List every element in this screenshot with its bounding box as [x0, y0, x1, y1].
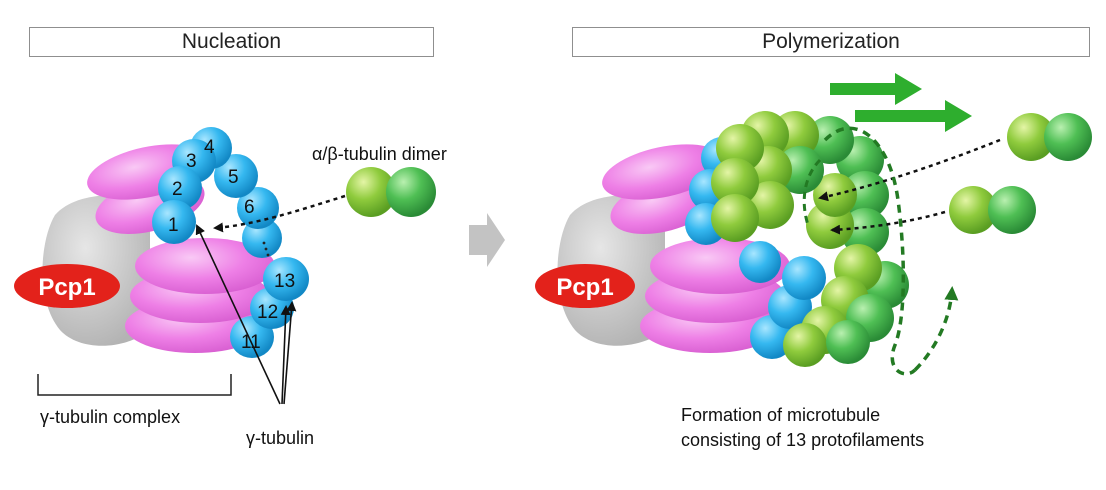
tubulin-sphere [813, 173, 857, 217]
tubulin-sphere [783, 323, 827, 367]
gamma-tubulin-ring [152, 127, 309, 358]
incoming-dimer-bottom [949, 186, 1036, 234]
gamma-tubulin-sphere [152, 200, 196, 244]
polymerization-title: Polymerization [762, 30, 900, 53]
alpha-tubulin-sphere [949, 186, 997, 234]
formation-label-line1: Formation of microtubule [681, 405, 880, 425]
beta-tubulin-sphere [386, 167, 436, 217]
ring-gap-dots [262, 241, 270, 257]
gamma-number: 13 [274, 271, 295, 292]
protofilament-curved-dashed [823, 126, 917, 376]
gamma-number: 5 [228, 167, 239, 188]
gamma-tubulin-sphere [739, 241, 781, 283]
gamma-tubulin-pointer-arrows [195, 224, 297, 405]
gamma-number: 1 [168, 215, 179, 236]
beta-tubulin-sphere [1044, 113, 1092, 161]
gamma-tubulin-sphere [237, 187, 279, 229]
inner-dashed-curve [802, 158, 822, 226]
gamma-tubulin-sphere [782, 256, 826, 300]
gamma-tubulin-label: γ-tubulin [246, 428, 314, 448]
dimer-addition-arrows [818, 138, 1001, 235]
gamma-tubulin-numbers: 1 2 3 4 5 6 13 12 11 [168, 137, 295, 353]
assembly-dashed-arrow [913, 286, 959, 372]
dimer-label: α/β-tubulin dimer [312, 144, 447, 164]
beta-tubulin-sphere [988, 186, 1036, 234]
incoming-dimer-top [1007, 113, 1092, 161]
gamma-number: 12 [257, 302, 278, 323]
alpha-beta-dimer [346, 167, 436, 217]
gamma-number: 3 [186, 151, 197, 172]
nucleation-header: Nucleation [29, 27, 434, 57]
dimer-dotted-arrow [213, 194, 346, 233]
complex-bracket [37, 374, 232, 396]
microtubule-protofilaments [711, 111, 909, 367]
alpha-tubulin-sphere [346, 167, 396, 217]
gamma-tubulin-sphere [263, 257, 309, 301]
pcp1-label: Pcp1 [38, 274, 95, 301]
alpha-tubulin-sphere [1007, 113, 1055, 161]
pcp1-badge: Pcp1 [14, 264, 120, 308]
pink-subunit [135, 238, 275, 294]
tubulin-sphere [711, 194, 759, 242]
pcp1-badge-right: Pcp1 [535, 264, 635, 308]
gamma-number: 4 [204, 137, 215, 158]
gamma-number: 6 [244, 197, 255, 218]
formation-label-line2: consisting of 13 protofilaments [681, 430, 924, 450]
gamma-tubulin-complex-right [557, 144, 790, 353]
transition-arrow [469, 213, 505, 267]
gamma-tubulin-sphere [214, 154, 258, 198]
polymerization-header: Polymerization [572, 27, 1090, 57]
tubulin-sphere [711, 158, 759, 206]
gamma-number: 2 [172, 179, 183, 200]
nucleation-title: Nucleation [181, 30, 282, 53]
growth-direction-arrows [830, 73, 972, 132]
pcp1-label: Pcp1 [556, 274, 613, 301]
tubulin-sphere [826, 320, 870, 364]
gamma-tubulin-sphere [158, 166, 202, 210]
complex-label: γ-tubulin complex [40, 407, 180, 427]
